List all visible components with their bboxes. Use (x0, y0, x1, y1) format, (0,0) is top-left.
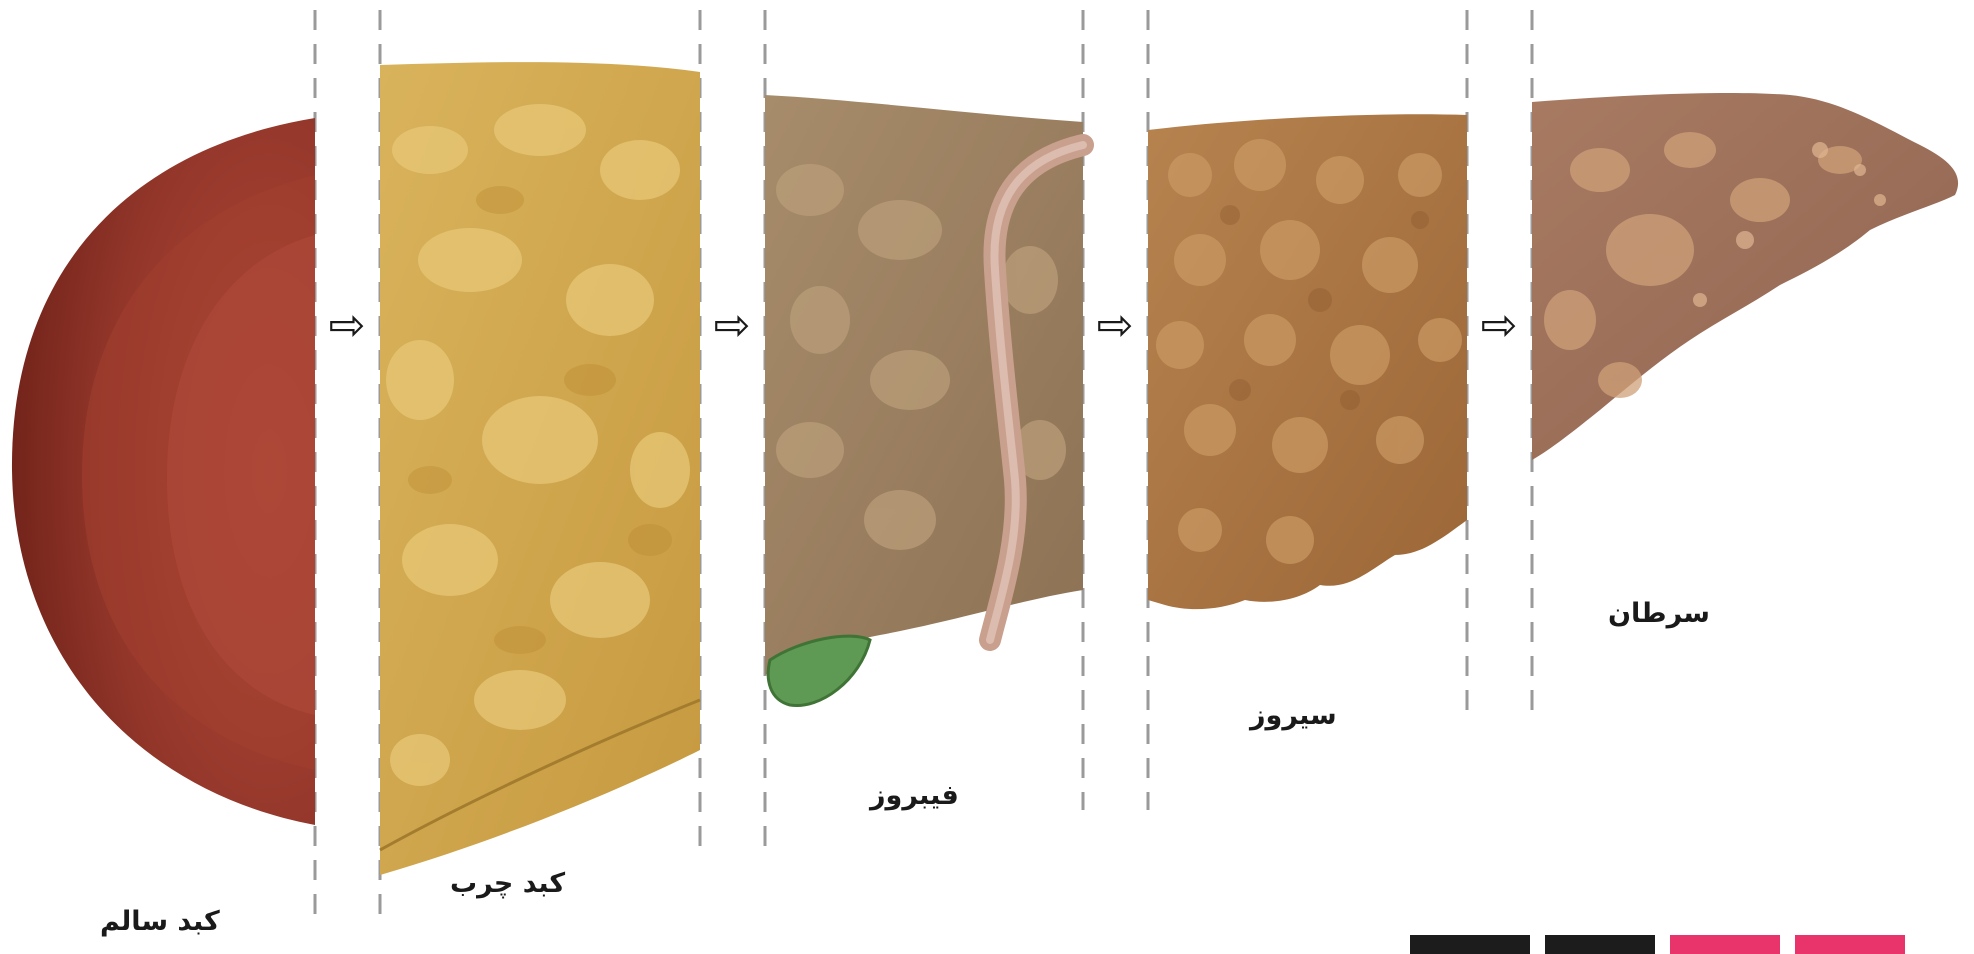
fibrosis-liver-illustration (765, 95, 1083, 706)
stage-label-fatty: کبد چرب (450, 868, 565, 899)
healthy-liver-illustration (12, 118, 315, 825)
watermark-logo (1410, 935, 1905, 954)
arrow-icon: ⇨ (714, 300, 751, 351)
cirrhosis-liver-illustration (1148, 114, 1467, 609)
stage-label-fibrosis: فیبروز (870, 780, 959, 811)
arrow-icon: ⇨ (1481, 300, 1518, 351)
cancer-liver-illustration (1532, 93, 1958, 460)
fatty-liver-illustration (380, 62, 700, 875)
arrow-icon: ⇨ (1097, 300, 1134, 351)
arrow-icon: ⇨ (329, 300, 366, 351)
stage-label-healthy: کبد سالم (100, 906, 220, 937)
stage-label-cancer: سرطان (1608, 598, 1710, 629)
stage-label-cirrhosis: سیروز (1250, 700, 1337, 731)
